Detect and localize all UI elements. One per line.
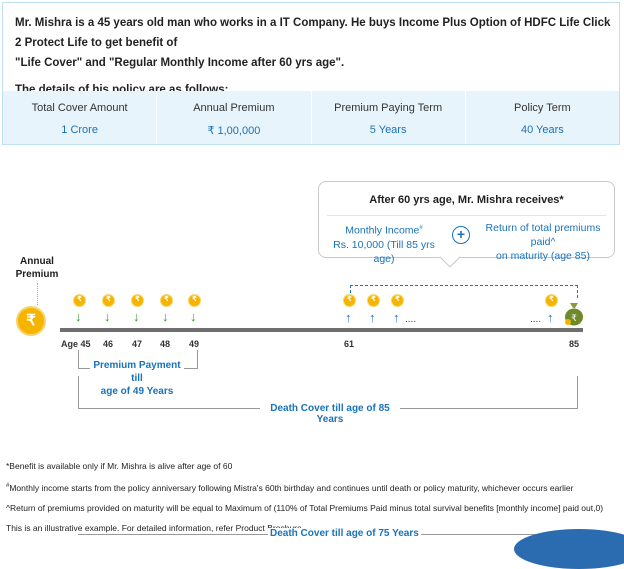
callout-title: After 60 yrs age, Mr. Mishra receives* [369, 194, 564, 206]
annual-premium-cell: Annual Premium ₹ 1,00,000 [157, 91, 312, 144]
policy-details-table: Total Cover Amount 1 Crore Annual Premiu… [3, 91, 619, 144]
coin-icon: ₹ [545, 294, 558, 307]
total-cover-label: Total Cover Amount [31, 102, 128, 114]
footnote-benefit: *Benefit is available only if Mr. Mishra… [6, 461, 233, 471]
premium-payment-label-2: age of 49 Years [100, 386, 174, 397]
callout-divider [327, 215, 606, 216]
payment-down-arrow-icon: ↓ [190, 309, 197, 324]
payment-down-arrow-icon: ↓ [133, 309, 140, 324]
annual-premium-label: Annual Premium [193, 102, 275, 114]
caption-connector [37, 283, 38, 305]
coin-icon: ₹ [131, 294, 144, 307]
coin-icon: ₹ [391, 294, 404, 307]
svg-text:₹: ₹ [571, 314, 577, 324]
annual-premium-caption: Annual Premium [14, 255, 60, 281]
annual-premium-caption-2: Premium [15, 269, 59, 280]
age-label: 46 [103, 339, 114, 349]
coin-icon: ₹ [73, 294, 86, 307]
policy-term-cell: Policy Term 40 Years [466, 91, 619, 144]
timeline-bar [60, 328, 583, 332]
income-up-arrow-icon: ↑ [393, 310, 400, 325]
intro-line-2: "Life Cover" and "Regular Monthly Income… [15, 57, 345, 69]
money-bag-icon: ₹ [565, 303, 583, 326]
income-up-arrow-icon: ↑ [547, 310, 554, 325]
coin-icon: ₹ [367, 294, 380, 307]
benefit-dashed-bracket [350, 285, 578, 298]
footnotes: *Benefit is available only if Mr. Mishra… [6, 456, 618, 538]
policy-term-label: Policy Term [514, 102, 571, 114]
footnote-monthly-income: #Monthly income starts from the policy a… [6, 476, 618, 498]
benefit-callout: After 60 yrs age, Mr. Mishra receives* M… [318, 181, 615, 265]
premium-payment-label: Premium Payment till age of 49 Years [90, 359, 184, 398]
monthly-income-mark: # [419, 225, 423, 231]
premium-paying-term-value: 5 Years [369, 124, 407, 136]
payment-down-arrow-icon: ↓ [104, 309, 111, 324]
corner-decoration [514, 529, 624, 569]
payment-down-arrow-icon: ↓ [162, 309, 169, 324]
footnote-return-of-premium: ^Return of premiums provided on maturity… [6, 502, 604, 513]
timeline-gap-dots: .... [405, 314, 417, 325]
monthly-income-amount: Rs. 10,000 (Till 85 yrs age) [333, 238, 435, 265]
cut-off-death-cover-label: Death Cover till age of 75 Years [268, 528, 421, 539]
footnote-mark: # [6, 483, 10, 489]
premium-payment-label-1: Premium Payment till [93, 360, 181, 384]
total-cover-value: 1 Crore [61, 124, 98, 136]
payment-down-arrow-icon: ↓ [75, 309, 82, 324]
policy-term-value: 40 Years [520, 124, 564, 136]
intro-line-1: Mr. Mishra is a 45 years old man who wor… [15, 17, 611, 49]
premium-paying-term-label: Premium Paying Term [334, 102, 443, 114]
plus-icon: + [452, 226, 470, 244]
annual-premium-caption-1: Annual [20, 256, 54, 267]
coin-icon: ₹ [343, 294, 356, 307]
total-cover-cell: Total Cover Amount 1 Crore [3, 91, 158, 144]
premium-return-line-1: Return of total premiums paid^ [485, 222, 601, 248]
age-label: 61 [344, 339, 355, 349]
premium-return-line-2: on maturity (age 85) [496, 250, 590, 262]
annual-premium-value: ₹ 1,00,000 [207, 125, 261, 137]
rupee-coin-icon: ₹ [16, 306, 46, 336]
age-label: 49 [189, 339, 200, 349]
age-label: 85 [569, 339, 580, 349]
coin-icon: ₹ [160, 294, 173, 307]
intro-text: Mr. Mishra is a 45 years old man who wor… [15, 13, 611, 100]
death-cover-label: Death Cover till age of 85 Years [260, 403, 400, 425]
coin-icon: ₹ [102, 294, 115, 307]
age-label: 47 [132, 339, 143, 349]
timeline-gap-dots: .... [530, 314, 542, 325]
policy-summary-box: Mr. Mishra is a 45 years old man who wor… [2, 2, 620, 145]
premium-return-text: Return of total premiums paid^ on maturi… [479, 221, 607, 263]
income-up-arrow-icon: ↑ [369, 310, 376, 325]
footnote-monthly-income-text: Monthly income starts from the policy an… [9, 482, 574, 493]
footnote-illustrative: This is an illustrative example. For det… [6, 522, 305, 533]
age-label: 48 [160, 339, 171, 349]
monthly-income-label: Monthly Income [345, 224, 420, 237]
coin-icon: ₹ [188, 294, 201, 307]
income-up-arrow-icon: ↑ [345, 310, 352, 325]
monthly-income-text: Monthly Income# Rs. 10,000 (Till 85 yrs … [333, 221, 435, 266]
age-label: Age 45 [61, 339, 91, 349]
premium-paying-term-cell: Premium Paying Term 5 Years [312, 91, 466, 144]
